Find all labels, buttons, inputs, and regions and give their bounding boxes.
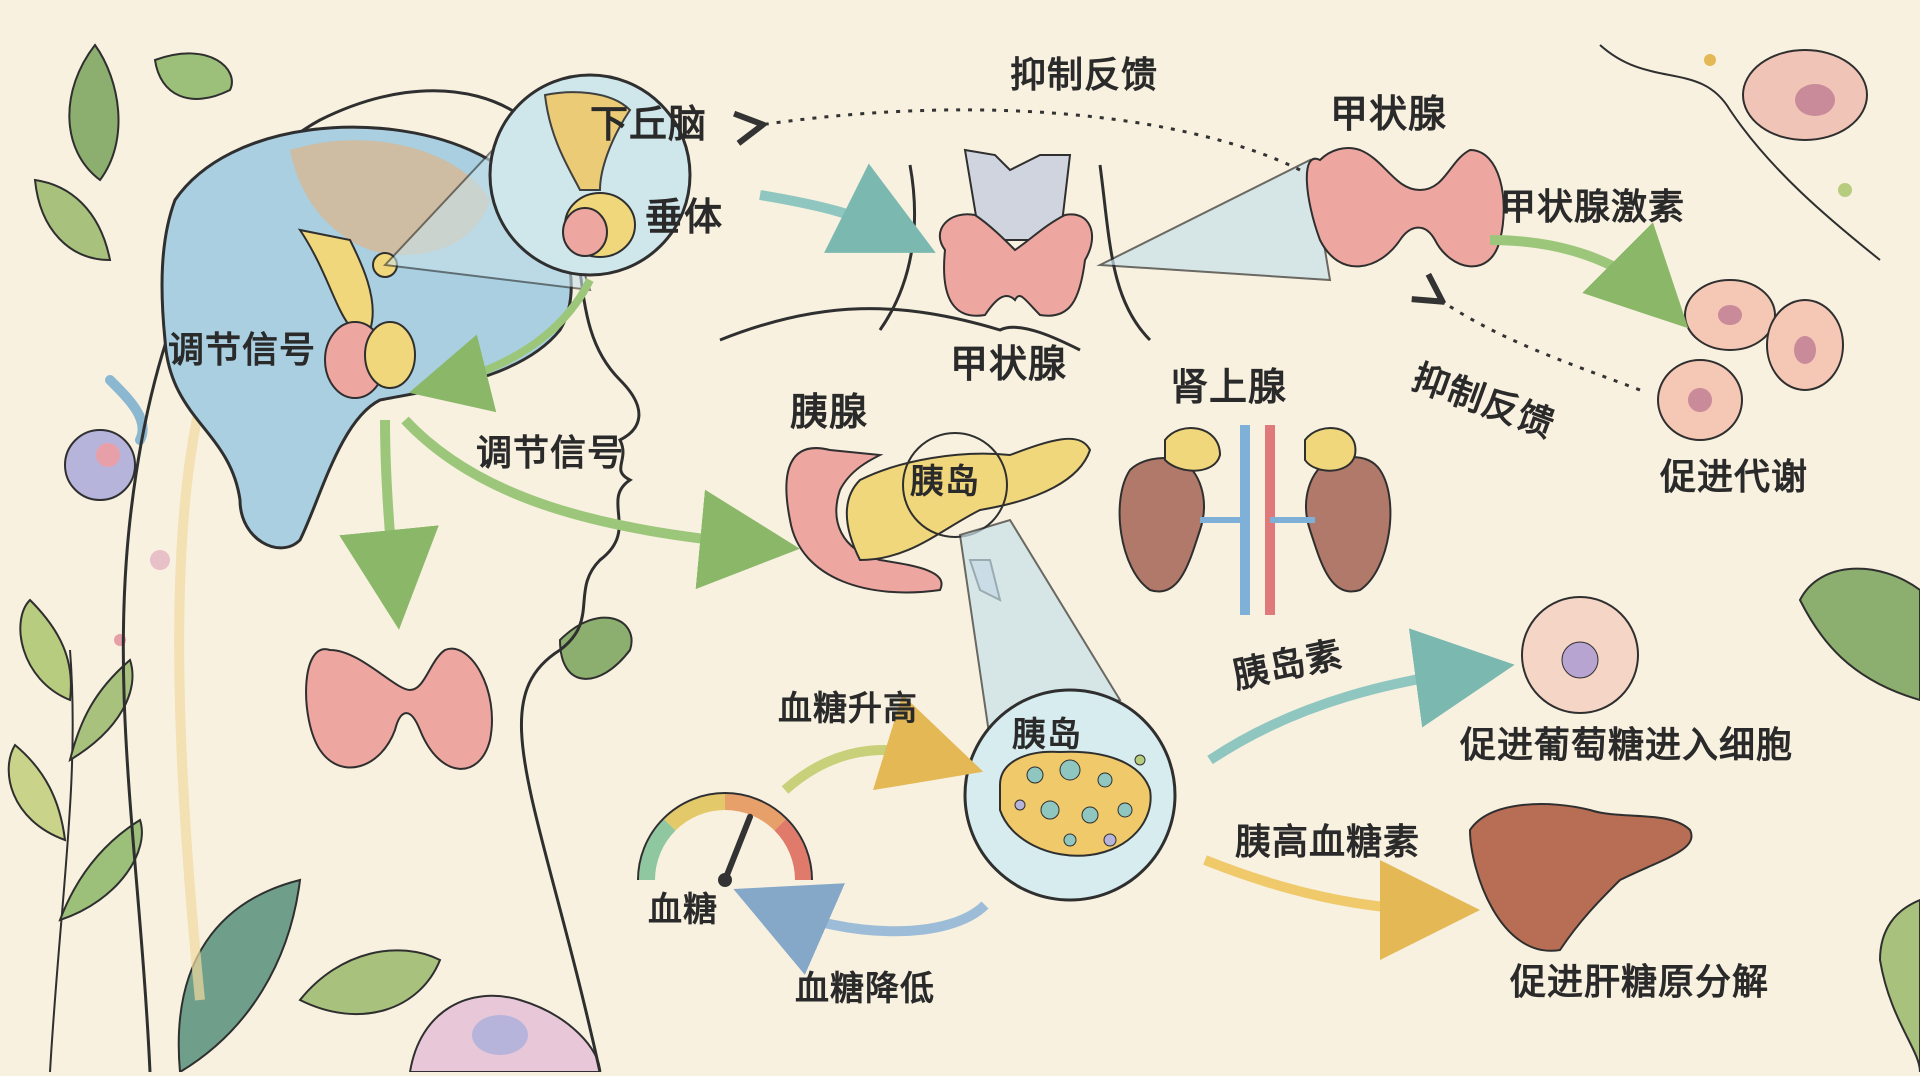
target-cells <box>1657 279 1844 441</box>
cell-decoration-left <box>64 375 170 646</box>
leaf-decoration-top-left <box>33 43 233 262</box>
blood-sugar-gauge <box>637 792 813 887</box>
label-pituitary: 垂体 <box>645 195 724 239</box>
cell-decoration-top-right <box>1599 44 1881 261</box>
arrow-pituitary-to-thyroid <box>759 163 936 253</box>
leaf-decoration-right <box>1798 567 1920 1073</box>
label-promote-metabolism: 促进代谢 <box>1660 457 1809 498</box>
gauge-segment <box>639 819 676 881</box>
blob-decoration-bottom <box>408 994 602 1073</box>
label-blood-sugar: 血糖 <box>648 890 718 930</box>
body-cell-nucleus <box>1561 641 1599 679</box>
label-thyroid-top: 甲状腺 <box>1330 92 1448 136</box>
gauge-outline <box>637 792 813 881</box>
label-glycogenolysis: 促进肝糖原分解 <box>1510 962 1770 1003</box>
islet-cell-dots <box>1014 754 1146 847</box>
label-regulation-signal-head: 调节信号 <box>168 330 317 371</box>
label-negative-feedback-top: 抑制反馈 <box>1010 55 1159 96</box>
arrow-feedback-top <box>760 108 1301 172</box>
brain-pituitary-lobe <box>364 321 416 389</box>
arrow-feedback-right <box>1440 300 1641 392</box>
arrow-glucagon <box>1203 855 1480 960</box>
label-glucagon: 胰高血糖素 <box>1235 822 1421 863</box>
gauge-segment <box>774 819 811 881</box>
neck-thyroid-illustration <box>719 148 1152 352</box>
label-thyroid-neck: 甲状腺 <box>950 342 1068 386</box>
arrow-blood-sugar-fall <box>733 883 989 975</box>
label-pancreas: 胰腺 <box>790 390 869 434</box>
head-silhouette <box>121 89 641 1073</box>
label-regulation-signal-arrow: 调节信号 <box>476 433 625 474</box>
arrow-thyroid-hormone <box>1489 222 1689 329</box>
label-islet-zoom: 胰岛 <box>1012 715 1082 755</box>
thyroid-throat <box>305 647 493 770</box>
arrow-brain-to-pancreas <box>401 416 800 590</box>
kidneys-adrenal-illustration <box>1118 425 1392 615</box>
label-islet-small: 胰岛 <box>910 462 980 502</box>
gauge-segment <box>664 794 726 831</box>
gauge-needle <box>722 813 754 883</box>
gauge-segment <box>724 794 786 831</box>
thyroid-large <box>1305 147 1505 268</box>
zoom-pituitary-lobe <box>562 207 608 257</box>
arrow-insulin <box>1207 628 1515 765</box>
zoom-cone-thyroid <box>1096 158 1332 282</box>
arrow-blood-sugar-rise <box>781 694 984 794</box>
zoom-cone-islet <box>958 518 1122 742</box>
leaf-decoration-bottom-left <box>7 598 633 1074</box>
label-blood-sugar-rise: 血糖升高 <box>778 689 918 729</box>
label-blood-sugar-fall: 血糖降低 <box>795 969 935 1009</box>
liver <box>1468 803 1693 952</box>
label-thyroid-hormone: 甲状腺激素 <box>1500 187 1686 228</box>
arrow-circle-to-brain <box>408 278 594 413</box>
arrow-brain-to-throat <box>339 419 439 630</box>
zoom-hypothalamus-shape <box>543 91 632 191</box>
label-glucose-into-cells: 促进葡萄糖进入细胞 <box>1460 725 1794 766</box>
label-adrenal: 肾上腺 <box>1170 365 1288 409</box>
gauge-hub <box>718 873 732 887</box>
label-hypothalamus: 下丘脑 <box>590 102 708 146</box>
